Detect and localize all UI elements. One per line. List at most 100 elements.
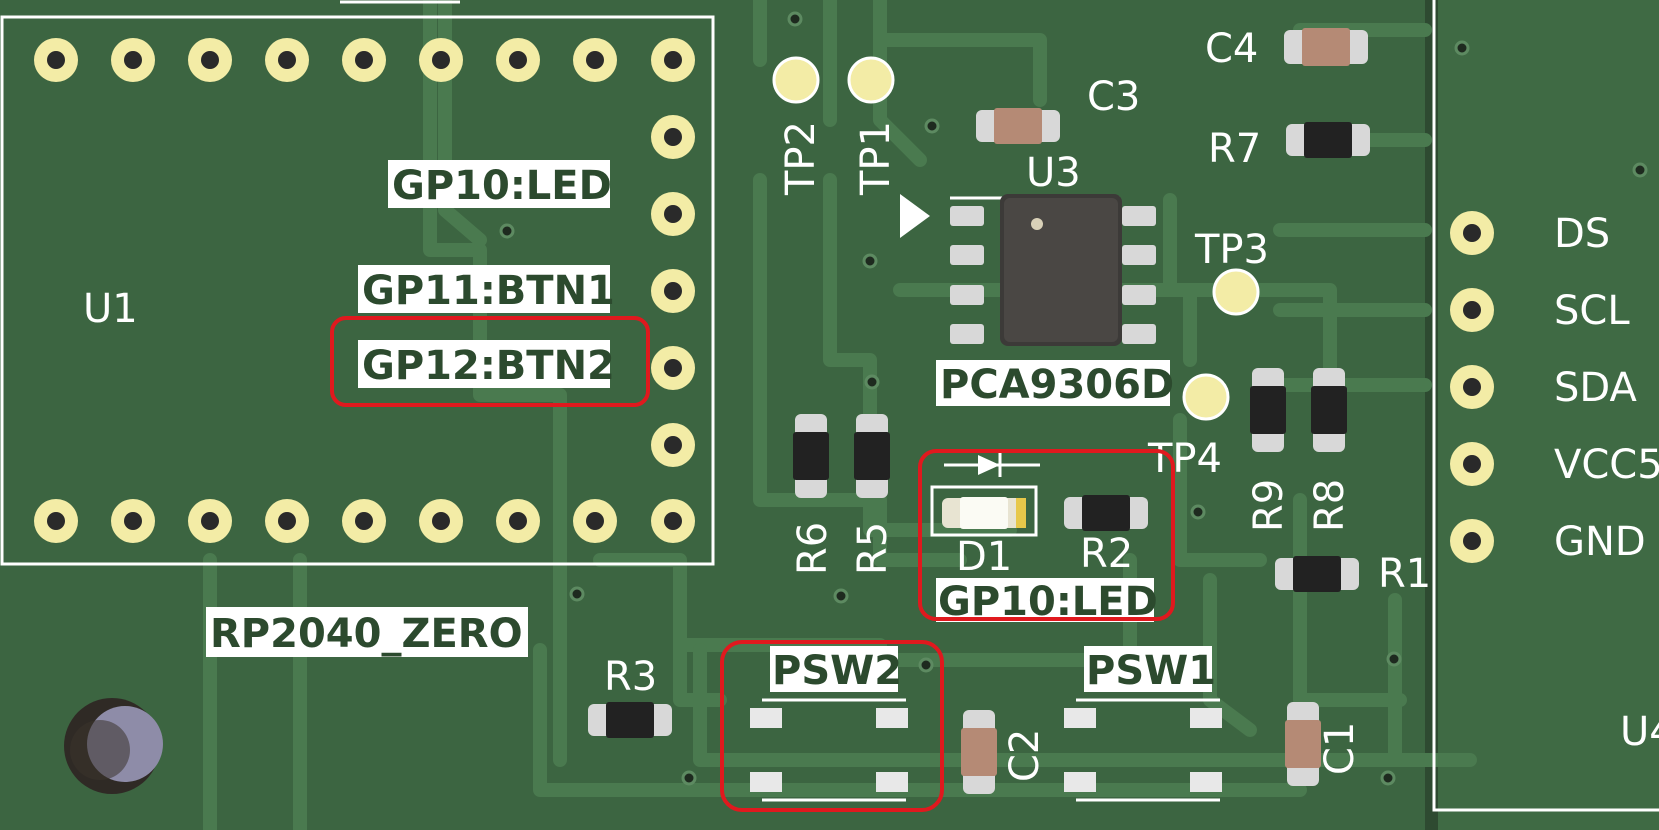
connector-pin-gnd-label: GND [1554,519,1646,565]
capacitor-c4 [1284,28,1368,66]
ic-u3 [900,194,1156,346]
designator-tp3: TP3 [1194,227,1269,273]
highlight-gp12-btn2 [330,316,650,407]
led-d1 [930,453,1040,537]
designator-r8: R8 [1307,479,1353,532]
designator-d1: D1 [956,534,1012,580]
connector-pin-sda-label: SDA [1554,365,1637,411]
u1-pad [342,38,386,82]
designator-r7: R7 [1208,126,1261,172]
connector-pin-ds-label: DS [1554,211,1610,257]
designator-c3: C3 [1087,74,1140,120]
u1-pad [651,423,695,467]
copper-pour-right [1438,0,1659,830]
designator-r3: R3 [604,654,657,700]
u1-pad [651,269,695,313]
connector-pin-gnd: GND [1450,519,1646,565]
connector-pin-vcc5: VCC5 [1450,442,1659,488]
capacitor-c1 [1285,702,1321,786]
capacitor-c3 [976,108,1060,144]
u1-pad [34,38,78,82]
u1-pad [34,499,78,543]
test-point-tp3 [1212,268,1260,316]
u4-outline [1432,0,1659,812]
highlight-psw2 [720,640,944,812]
part-label-pca9306d-text: PCA9306D [940,362,1174,408]
connector-pin-scl: SCL [1450,288,1630,334]
mounting-hole [64,698,163,794]
u1-pad [496,38,540,82]
u1-pad [651,499,695,543]
highlight-boxes [330,316,1175,812]
resistor-r7 [1286,122,1370,158]
u1-pad [496,499,540,543]
net-label-gp11-btn1-text: GP11:BTN1 [362,268,615,314]
u1-pad [573,499,617,543]
resistor-r8 [1311,368,1347,452]
u1-pad [651,38,695,82]
vias [499,11,1648,786]
u1-pad [265,499,309,543]
designator-c2: C2 [1002,729,1048,782]
designator-tp2: TP2 [778,121,824,196]
u1-pad [111,499,155,543]
net-label-gp12-btn2: GP12:BTN2 [358,340,615,389]
highlight-led-circuit [918,449,1175,621]
designator-r9: R9 [1246,479,1292,532]
net-label-gp12-btn2-text: GP12:BTN2 [362,343,615,389]
designator-tp1: TP1 [853,121,899,196]
part-label-pca9306d: PCA9306D [936,360,1174,408]
test-point-tp1 [847,56,895,104]
part-label-psw2: PSW2 [770,646,902,694]
board-label-rp2040-zero: RP2040_ZERO [206,607,528,657]
u1-pad [342,499,386,543]
designator-c1: C1 [1317,722,1363,775]
part-label-psw2-text: PSW2 [772,648,902,694]
resistor-r5 [854,414,890,498]
resistor-r1 [1275,556,1359,592]
u1-outline [0,15,715,566]
u1-pad [651,115,695,159]
net-label-gp10-led-text: GP10:LED [392,163,612,209]
net-label-gp10-led: GP10:LED [388,160,612,209]
designator-u3: U3 [1026,150,1081,196]
resistor-r2 [1064,495,1148,531]
resistor-r6 [793,414,829,498]
designator-r6: R6 [790,522,836,575]
designator-u1: U1 [83,286,138,332]
u1-pad [419,38,463,82]
connector-pin-scl-label: SCL [1554,288,1630,334]
connector-pin-vcc5-label: VCC5 [1554,442,1659,488]
net-label-gp11-btn1: GP11:BTN1 [358,265,615,314]
u1-pad [188,38,232,82]
connector-pin-sda: SDA [1450,365,1637,411]
resistor-r9 [1250,368,1286,452]
u1-pad [573,38,617,82]
designator-c4: C4 [1205,26,1258,72]
u1-pins [34,38,695,543]
switch-psw1 [1064,698,1222,802]
u1-pad [265,38,309,82]
connector-pin-ds: DS [1450,211,1610,257]
board-label-rp2040-zero-text: RP2040_ZERO [210,611,523,657]
test-point-tp4 [1182,373,1230,421]
part-label-psw1: PSW1 [1084,646,1216,694]
designator-tp4: TP4 [1147,436,1222,482]
resistor-r3 [588,702,672,738]
u1-pad [651,346,695,390]
switch-psw2 [750,698,908,802]
part-label-psw1-text: PSW1 [1086,648,1216,694]
test-point-tp2 [772,56,820,104]
u1-pad [419,499,463,543]
u1-pad [111,38,155,82]
capacitor-c2 [961,710,997,794]
connector-pins: DS SCL SDA VCC5 GND [1450,211,1659,565]
u1-pad [188,499,232,543]
designator-r1: R1 [1378,551,1431,597]
designator-r5: R5 [850,522,896,575]
designator-r2: R2 [1080,531,1133,577]
designator-u4: U4 [1620,709,1659,755]
copper-traces [203,0,1477,830]
u1-pad [651,192,695,236]
